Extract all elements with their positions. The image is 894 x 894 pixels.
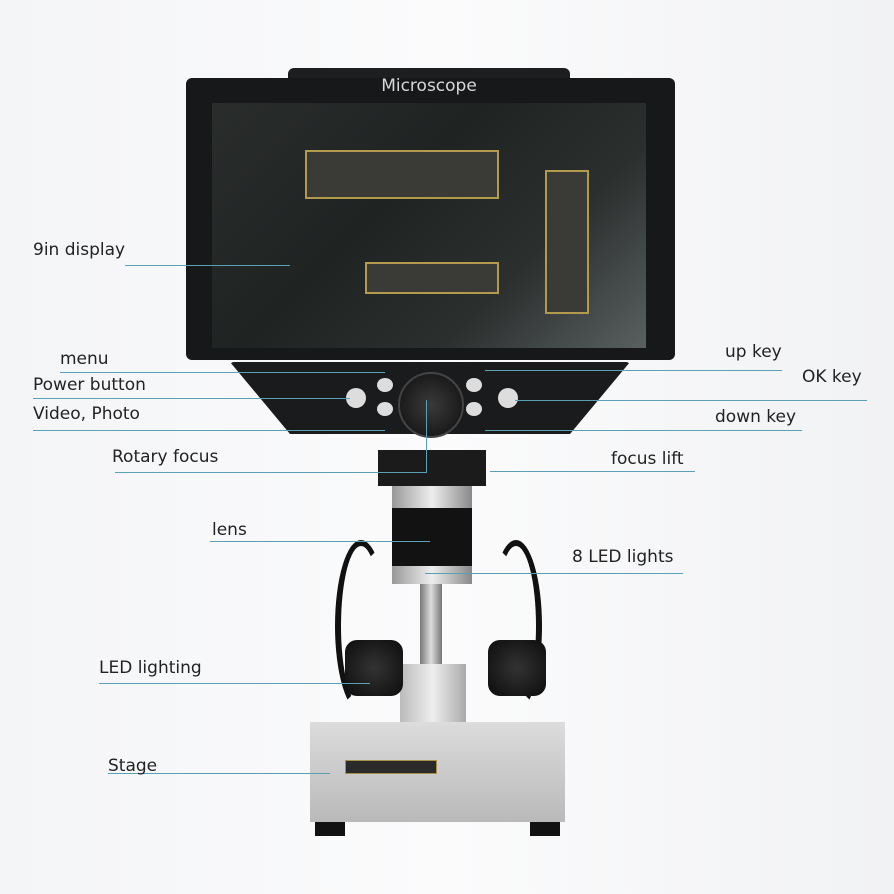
leader-line [60, 372, 385, 373]
label-lens: lens [212, 520, 247, 540]
leader-line [515, 400, 867, 401]
label-menu: menu [60, 349, 109, 369]
label-up-key: up key [725, 342, 782, 362]
label-stage: Stage [108, 756, 158, 776]
leader-line [33, 430, 385, 431]
label-8-led-lights: 8 LED lights [572, 547, 674, 567]
stand-clamp [400, 664, 466, 724]
label-focus-lift: focus lift [611, 449, 684, 469]
leader-line [108, 773, 330, 774]
video-photo-button[interactable] [377, 402, 393, 416]
label-ok-key: OK key [802, 367, 862, 387]
leader-line [490, 471, 695, 472]
leader-line [99, 683, 370, 684]
lens-ring [392, 486, 472, 508]
lens-body [392, 508, 472, 566]
power-button[interactable] [346, 388, 366, 408]
leader-line [485, 370, 782, 371]
down-key-button[interactable] [466, 402, 482, 416]
leader-line [210, 541, 430, 542]
led-lamp-left [345, 640, 403, 696]
menu-button[interactable] [377, 378, 393, 392]
label-9in-display: 9in display [33, 240, 126, 260]
led-ring [392, 566, 472, 584]
leader-line [426, 400, 427, 472]
label-led-lighting: LED lighting [99, 658, 202, 678]
gooseneck-left [335, 540, 387, 712]
sample-board [345, 760, 437, 774]
stage-foot [315, 822, 345, 836]
pcb-connector [365, 262, 499, 294]
up-key-button[interactable] [466, 378, 482, 392]
leader-line [33, 398, 350, 399]
pcb-connector [305, 150, 499, 199]
leader-line [485, 430, 802, 431]
ok-key-button[interactable] [498, 388, 518, 408]
label-power-button: Power button [33, 375, 146, 395]
screen-brand-title: Microscope [381, 76, 477, 96]
focus-lift-mount [378, 450, 486, 486]
led-lamp-right [488, 640, 546, 696]
leader-line [115, 472, 427, 473]
leader-line [425, 573, 683, 574]
rotary-focus-knob[interactable] [398, 372, 464, 438]
pcb-connector [545, 170, 589, 314]
label-rotary-focus: Rotary focus [112, 447, 219, 467]
label-video-photo: Video, Photo [33, 404, 140, 424]
stand-pole [420, 584, 442, 664]
stage-foot [530, 822, 560, 836]
leader-line [125, 265, 290, 266]
gooseneck-right [490, 540, 542, 712]
label-down-key: down key [715, 407, 797, 427]
